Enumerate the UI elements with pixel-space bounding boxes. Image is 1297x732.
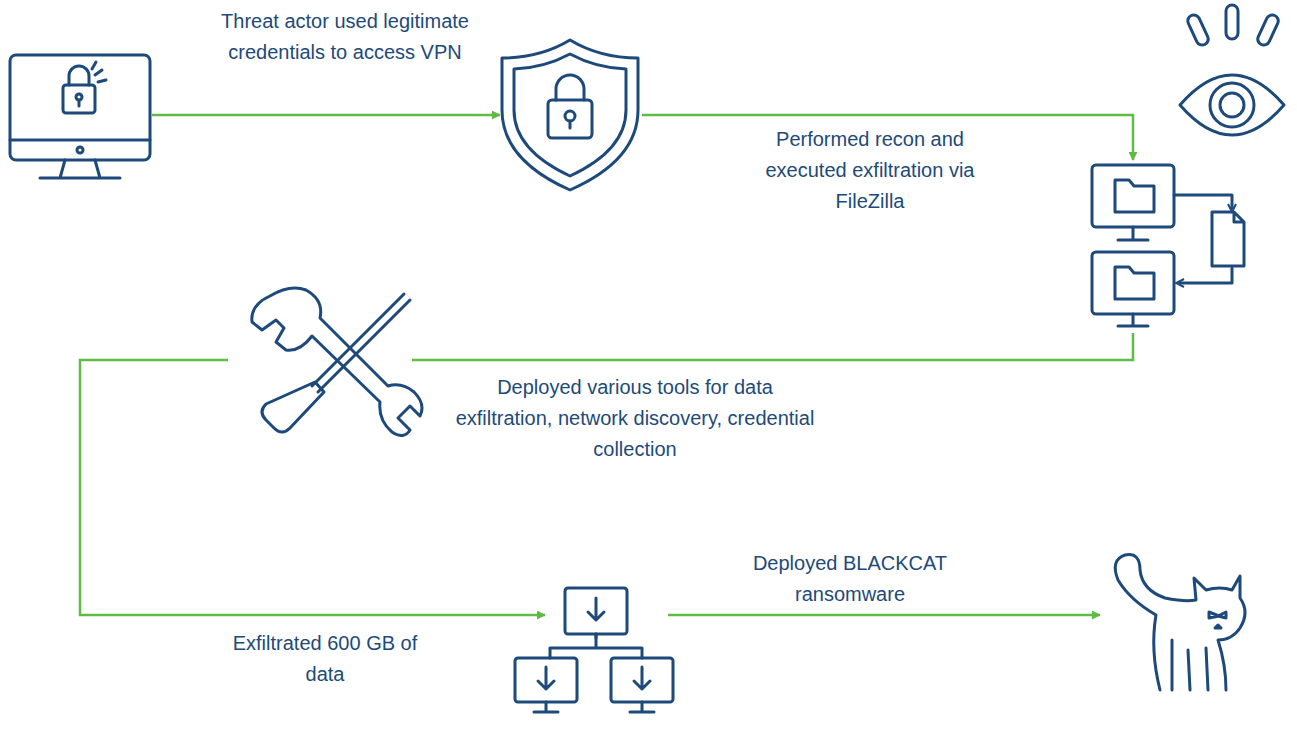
cat-icon	[1115, 555, 1245, 690]
step-label: Exfiltrated 600 GB of data	[215, 628, 435, 690]
network-icon	[515, 588, 673, 712]
locked-computer-icon	[10, 55, 150, 178]
shield-icon	[502, 40, 638, 190]
step-label: Threat actor used legitimate credentials…	[205, 6, 485, 68]
step-label: Deployed BLACKCAT ransomware	[735, 548, 965, 610]
file-transfer-icon	[1092, 165, 1244, 326]
tools-icon	[252, 288, 422, 436]
eye-icon	[1180, 5, 1284, 135]
flow-lines	[80, 115, 1133, 615]
step-label: Deployed various tools for data exfiltra…	[455, 372, 815, 465]
step-label: Performed recon and executed exfiltratio…	[750, 124, 990, 217]
